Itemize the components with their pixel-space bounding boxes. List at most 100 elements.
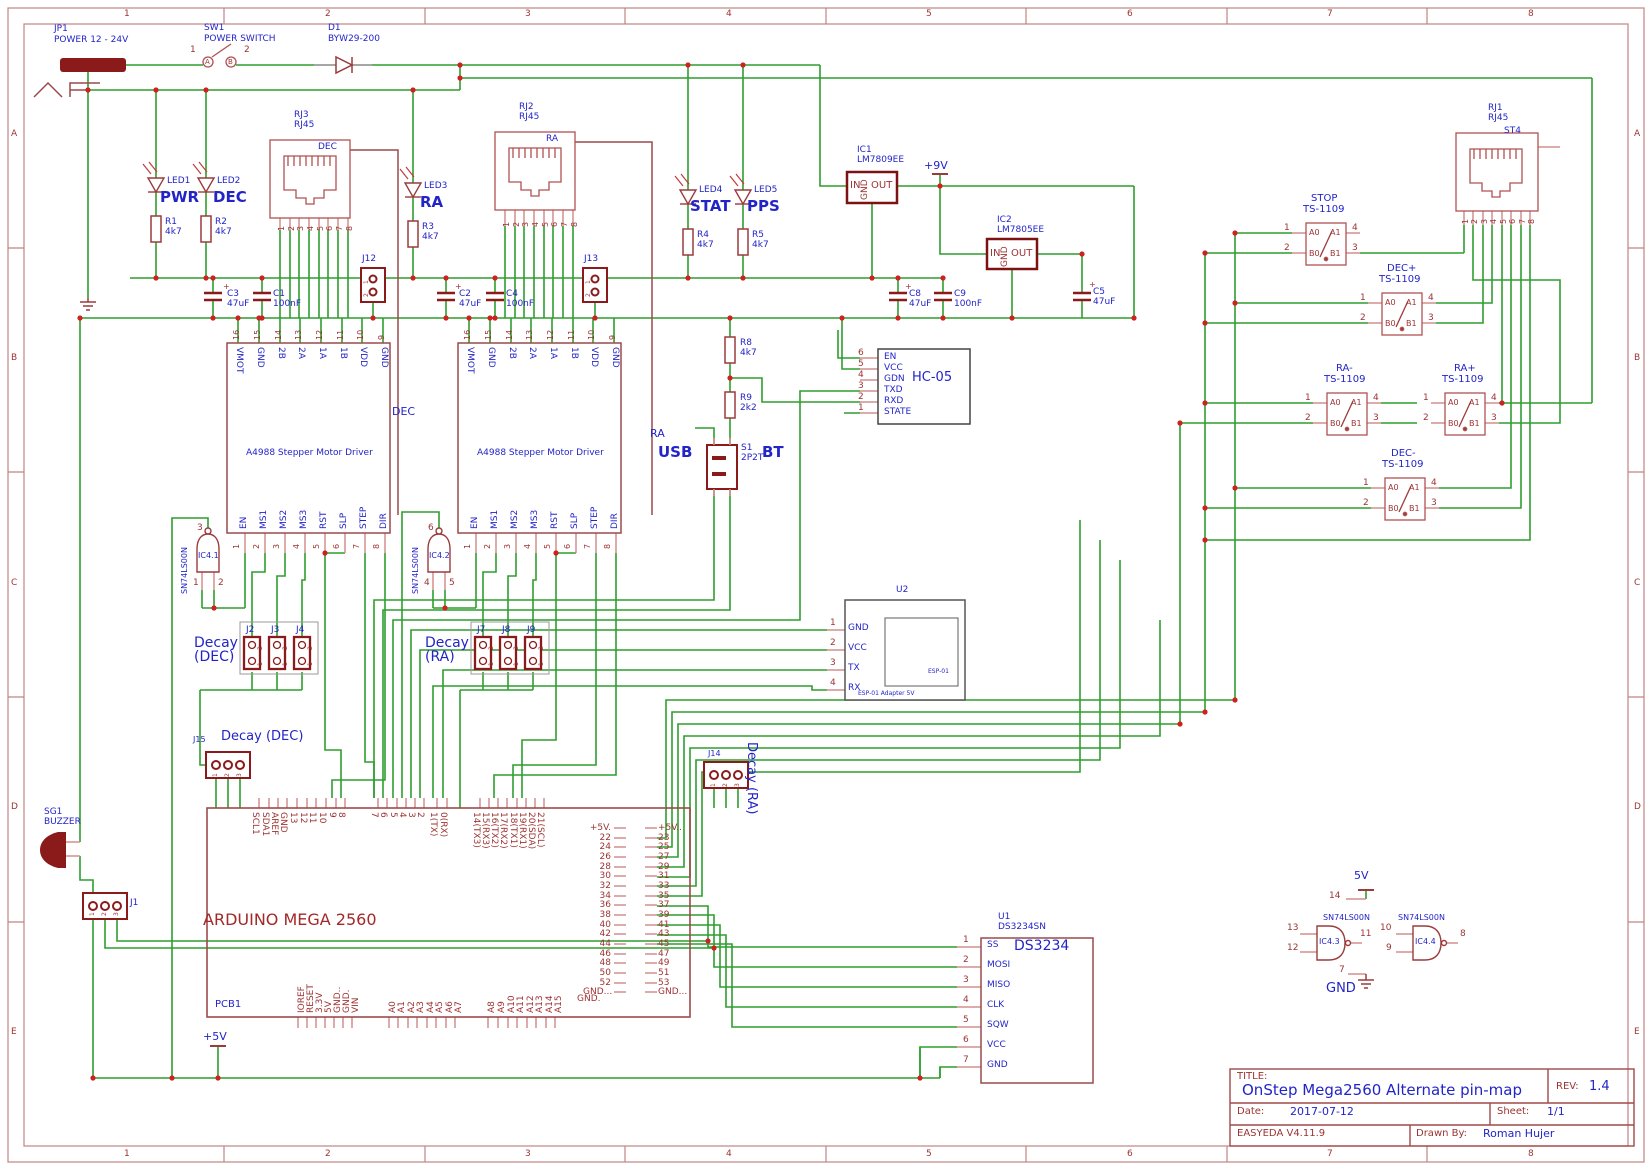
rj45-jack-rj1 — [1455, 132, 1539, 212]
sw-stop-pin-3: 3 — [1352, 243, 1358, 253]
rj2-pin-6: 6 — [550, 221, 559, 227]
led-symbols — [142, 161, 753, 206]
hdr-r-43: 43 — [658, 929, 670, 939]
power-plug-jp1 — [33, 58, 126, 98]
ic43-pin-7: 7 — [1339, 965, 1345, 975]
mega-gnd-label: GND. — [577, 994, 601, 1004]
r1-ref: R1 — [165, 217, 177, 227]
frame-row-left-D: D — [11, 802, 18, 812]
rj3-pin-7: 7 — [335, 225, 344, 231]
title-block-tool: EASYEDA V4.11.9 — [1237, 1128, 1326, 1139]
sw-ram-pin-2: 2 — [1305, 413, 1311, 423]
u1-val: DS3234SN — [998, 922, 1046, 932]
rj45-jack-rj3 — [269, 139, 351, 219]
frame-col-bottom-5: 5 — [926, 1149, 932, 1159]
u2-num-1: 1 — [830, 618, 836, 628]
rj3-pin-1: 1 — [277, 225, 286, 231]
drv2-pin-dir: DIR — [610, 513, 620, 529]
j3-pin-2: 2 — [282, 646, 289, 650]
hdr-r-39: 39 — [658, 910, 670, 920]
u2-pin-tx: TX — [848, 663, 860, 673]
j9-pin-1: 1 — [538, 662, 545, 666]
mega-pin-8: 8 — [336, 812, 346, 818]
frame-col-top-6: 6 — [1127, 9, 1133, 19]
rj1-pin-3: 3 — [1480, 218, 1489, 224]
drv2-title: A4988 Stepper Motor Driver — [477, 448, 604, 458]
hc05-pin-vcc: VCC — [884, 363, 903, 373]
u2-pin-rx: RX — [848, 683, 861, 693]
rj2-pin-5: 5 — [541, 221, 550, 227]
sw-decm-a0: A0 — [1388, 483, 1399, 492]
jp1-val: POWER 12 - 24V — [54, 35, 129, 45]
ic1-pin-gnd: GND — [860, 179, 870, 200]
hdr-l-52: 52 — [599, 978, 611, 988]
mega-pin-1tx: 1(TX) — [428, 812, 438, 837]
sw-decm-pin-3: 3 — [1431, 498, 1437, 508]
drv2-num-12: 12 — [546, 329, 555, 340]
drv1-pin-step: STEP — [359, 506, 369, 529]
drv1-num-16: 16 — [232, 329, 241, 340]
rj3-val: RJ45 — [294, 120, 315, 130]
drv2-pin-en: EN — [470, 516, 480, 529]
driver-a4988-ra — [457, 342, 622, 534]
sw-rap-name: RA+ — [1454, 363, 1476, 374]
driver-a4988-dec — [226, 342, 391, 534]
hdr-l-32: 32 — [599, 881, 611, 891]
title-block-date-label: Date: — [1237, 1106, 1265, 1117]
u1-num-5: 5 — [963, 1015, 969, 1025]
mega-pin-vin: VIN — [351, 997, 361, 1013]
ic2-val: LM7805EE — [997, 225, 1045, 235]
decay-jumpers-ra — [470, 621, 550, 675]
sw-decp-name: DEC+ — [1387, 263, 1417, 274]
r9-val: 2k2 — [740, 403, 757, 413]
drv1-num-11: 11 — [336, 329, 345, 340]
hdr-l-40: 40 — [599, 920, 611, 930]
hdr-r-45: 45 — [658, 939, 670, 949]
frame-col-top-4: 4 — [726, 9, 732, 19]
arduino-title: ARDUINO MEGA 2560 — [203, 910, 377, 929]
sg1-ref: SG1 — [44, 807, 63, 817]
wires-layer — [78, 64, 1593, 1079]
mega-pin-aref: AREF — [269, 812, 279, 836]
mega-pin-a5: A5 — [435, 1001, 445, 1013]
mega-pin-9: 9 — [327, 812, 337, 818]
frame-row-left-A: A — [11, 129, 18, 139]
rj1-pin-6: 6 — [1508, 218, 1517, 224]
hdr-r-51: 51 — [658, 968, 670, 978]
title-block-rev: 1.4 — [1589, 1079, 1610, 1094]
drv1-num-8: 8 — [372, 543, 381, 549]
sw-decp-pin-2: 2 — [1360, 313, 1366, 323]
hdr-l-42: 42 — [599, 929, 611, 939]
led3-net: RA — [420, 193, 444, 211]
j12-ref: J12 — [362, 254, 377, 264]
ic42-pin-6: 6 — [428, 523, 434, 533]
drv2-num-14: 14 — [505, 329, 514, 340]
ic44-ref: IC4.4 — [1415, 937, 1436, 946]
hc05-name: HC-05 — [912, 370, 953, 385]
net-bus-lines — [350, 141, 653, 515]
mega-pin-4: 4 — [397, 812, 407, 818]
title-block-drawn-by: Roman Hujer — [1483, 1127, 1555, 1140]
mega-pin-a7: A7 — [454, 1001, 464, 1013]
rj1-ref: RJ1 — [1488, 103, 1503, 113]
ic43-pin-11: 11 — [1360, 929, 1372, 939]
hdr-r-5v: +5V.. — [658, 823, 682, 833]
junction-dots — [77, 62, 1505, 1081]
j2-ref: J2 — [246, 625, 255, 635]
hc05-num-4: 4 — [858, 370, 864, 380]
j8-ref: J8 — [502, 625, 511, 635]
sw1-pole-b: B — [228, 58, 233, 66]
sw-decm-b0: B0 — [1388, 504, 1399, 513]
drv2-pin-ms3: MS3 — [530, 509, 540, 529]
drv2-num-10: 10 — [587, 329, 596, 340]
sw1-pin-2: 2 — [244, 45, 250, 55]
drv1-pin-2a: 2A — [296, 347, 306, 359]
r8-ref: R8 — [740, 338, 752, 348]
ground-symbols — [80, 298, 1374, 989]
hdr-l-26: 26 — [599, 852, 611, 862]
switch-s1 — [706, 438, 738, 496]
drv1-num-14: 14 — [274, 329, 283, 340]
r2-val: 4k7 — [215, 227, 232, 237]
sw-stop-b1: B1 — [1330, 249, 1341, 258]
